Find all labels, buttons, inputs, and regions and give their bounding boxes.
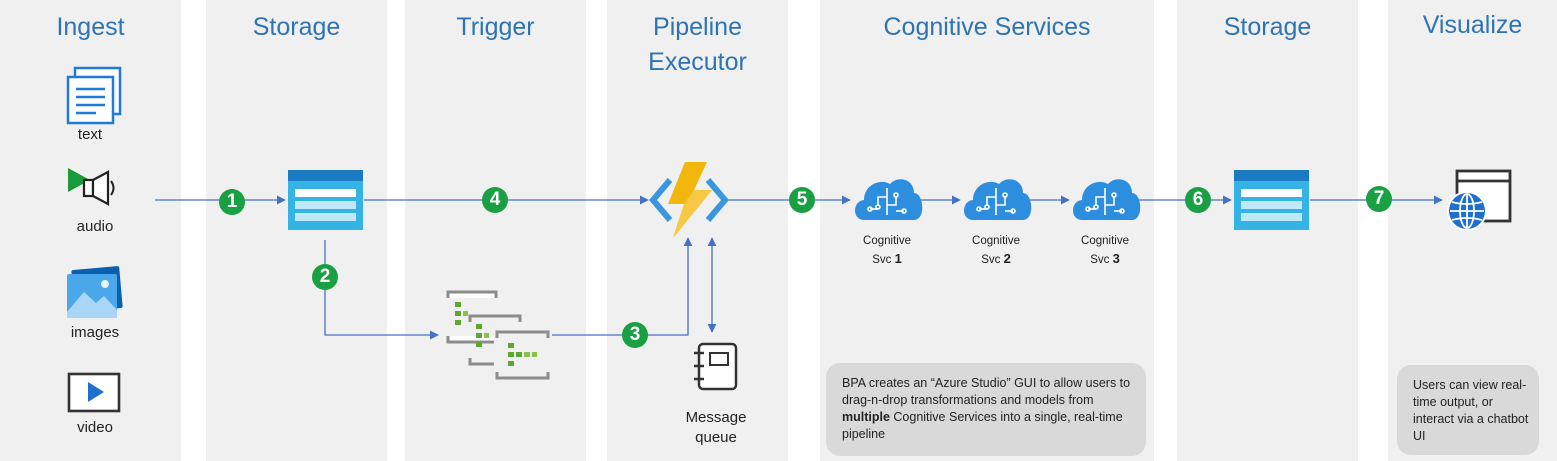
step-marker-6: 6	[1185, 187, 1211, 213]
column-title: Visualize	[1422, 11, 1523, 39]
arrow-storage-to-trigger	[324, 240, 439, 340]
audio-speaker-icon	[68, 168, 115, 206]
text-document-icon	[66, 66, 122, 125]
images-icon	[67, 266, 123, 318]
ingest-label-video: video	[77, 419, 113, 436]
cognitive-service-name: Cognitive Svc	[972, 235, 1020, 266]
bpa-note-emphasis: multiple	[842, 410, 890, 424]
ingest-label-audio: audio	[76, 218, 114, 235]
ingest-label-text: text	[77, 126, 103, 143]
storage-column: Storage	[206, 0, 387, 461]
bpa-note-text-end: Cognitive Services into a single, real-t…	[842, 410, 1123, 441]
cognitive-service-number: 3	[1112, 251, 1120, 266]
column-title: Storage	[1223, 13, 1312, 41]
cognitive-service-label: Cognitive Svc 2	[956, 232, 1036, 269]
step-marker-7: 7	[1366, 186, 1392, 212]
column-title: Ingest	[56, 13, 125, 41]
cognitive-service-name: Cognitive Svc	[1081, 235, 1129, 266]
azure-function-icon	[649, 162, 729, 238]
cognitive-service-label: Cognitive Svc 1	[847, 232, 927, 269]
column-title: Trigger	[456, 13, 535, 41]
cognitive-service-number: 1	[894, 251, 902, 266]
message-queue-icon	[694, 342, 738, 391]
storage-icon	[1234, 170, 1309, 230]
visualize-note: Users can view real-time output, or inte…	[1397, 365, 1539, 455]
message-queue-label: Message queue	[685, 409, 747, 446]
storage-icon	[288, 170, 363, 230]
cognitive-service-icon	[1073, 179, 1141, 220]
step-marker-5: 5	[789, 187, 815, 213]
cognitive-service-label: Cognitive Svc 3	[1065, 232, 1145, 269]
trigger-column: Trigger	[405, 0, 586, 461]
storage-output-column: Storage	[1177, 0, 1358, 461]
step-marker-4: 4	[482, 187, 508, 213]
browser-globe-icon	[1447, 169, 1512, 231]
arrow-trigger-to-executor	[552, 237, 693, 336]
bpa-note: BPA creates an “Azure Studio” GUI to all…	[826, 363, 1146, 456]
step-marker-3: 3	[622, 322, 648, 348]
visualize-note-text: Users can view real-time output, or inte…	[1413, 378, 1529, 443]
step-marker-1: 1	[219, 189, 245, 215]
bpa-note-text: BPA creates an “Azure Studio” GUI to all…	[842, 376, 1131, 407]
ingest-label-images: images	[70, 324, 120, 341]
cognitive-service-name: Cognitive Svc	[863, 235, 911, 266]
cognitive-service-icon	[964, 179, 1032, 220]
video-icon	[67, 372, 121, 413]
cognitive-service-number: 2	[1003, 251, 1011, 266]
step-marker-2: 2	[312, 264, 338, 290]
column-title: Cognitive Services	[883, 13, 1091, 41]
pipeline-executor-column: Pipeline Executor	[607, 0, 788, 461]
event-trigger-icon	[445, 290, 550, 380]
cognitive-service-icon	[855, 179, 923, 220]
column-title: Pipeline Executor	[648, 13, 747, 76]
column-title: Storage	[252, 13, 341, 41]
